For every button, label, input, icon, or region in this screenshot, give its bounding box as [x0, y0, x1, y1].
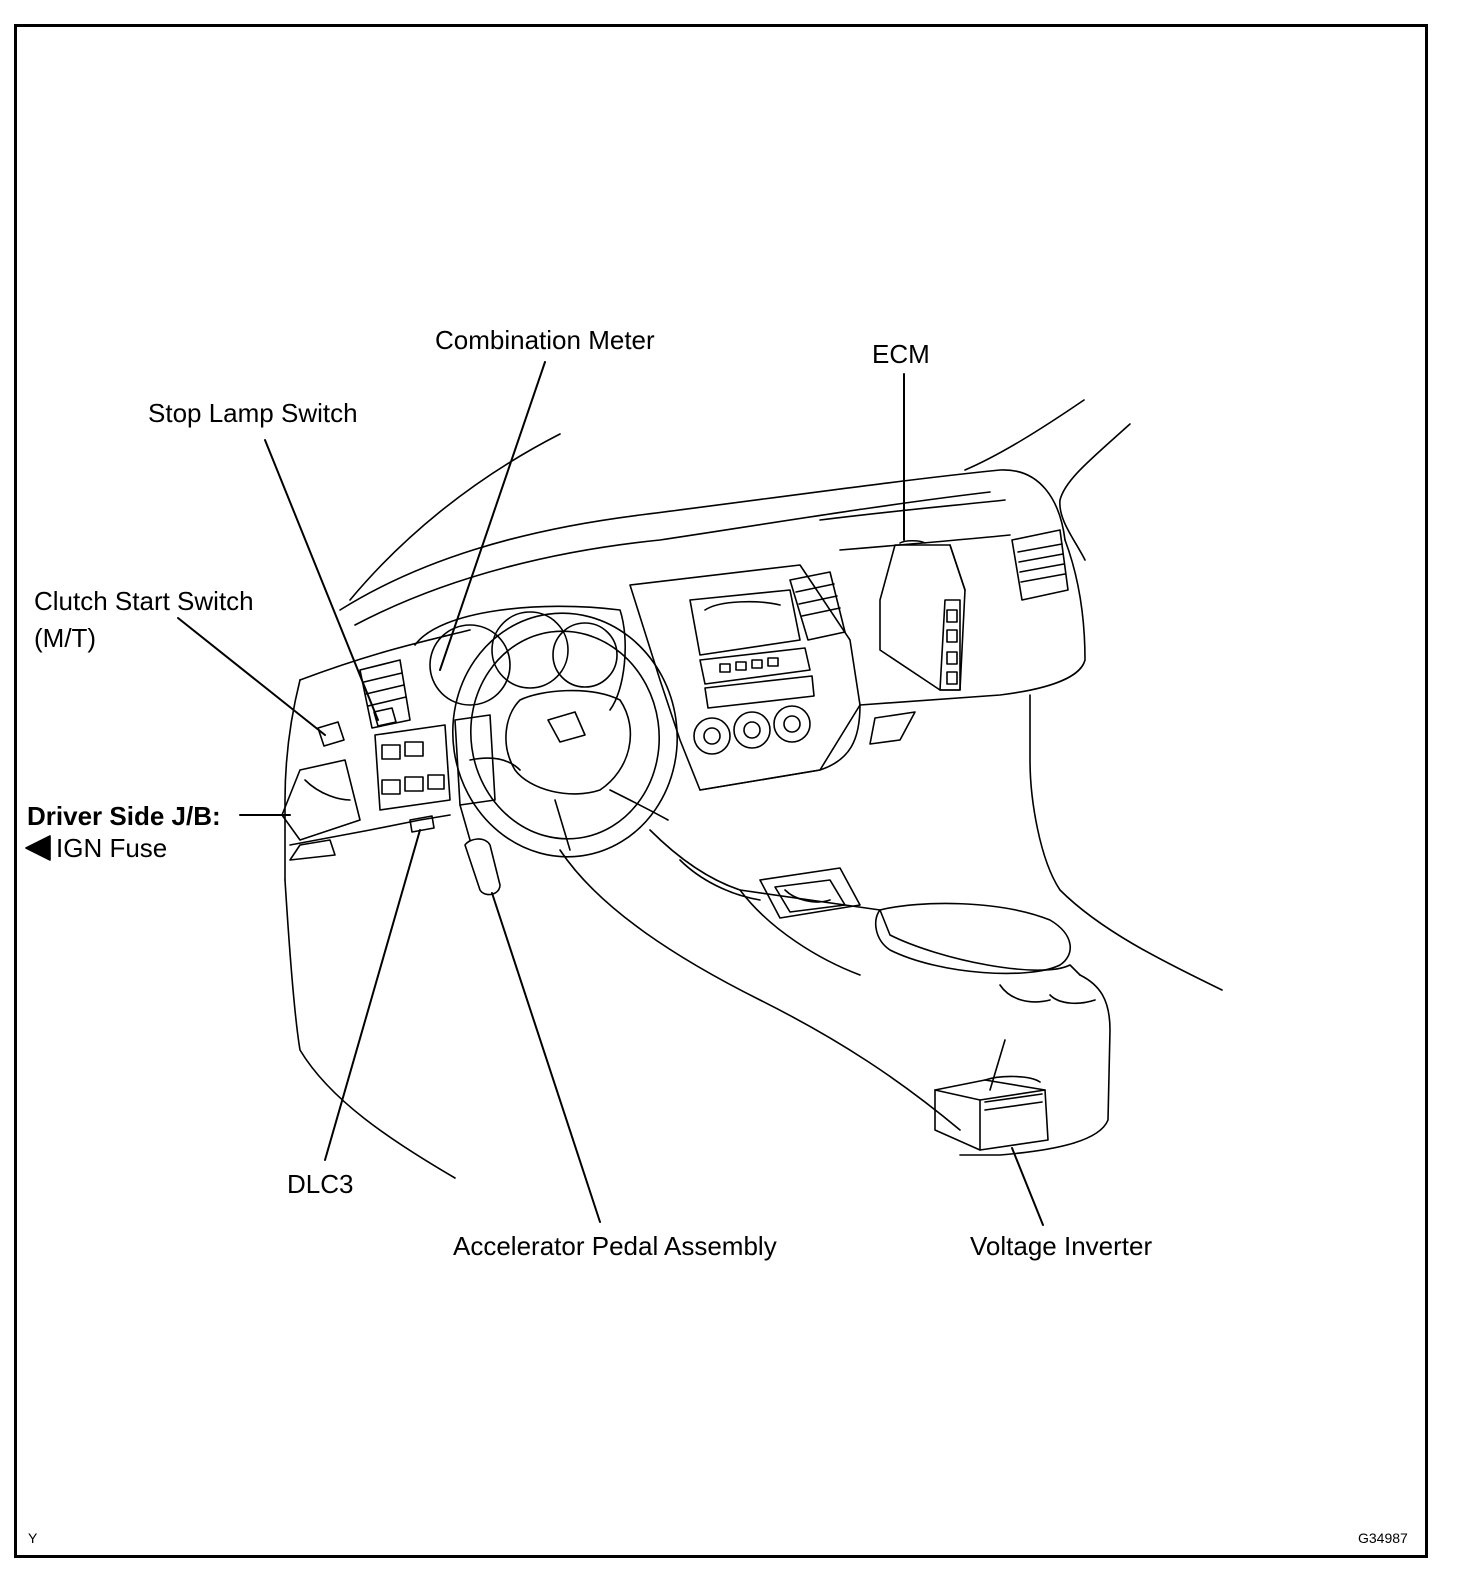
clutch-start-switch-part	[317, 721, 345, 747]
left-air-vent	[359, 659, 411, 729]
windshield-line-left	[349, 433, 561, 601]
label-dlc3: DLC3	[287, 1169, 354, 1199]
armrest	[874, 902, 1072, 975]
dlc3-connector	[409, 815, 435, 833]
label-voltage-inverter: Voltage Inverter	[970, 1231, 1153, 1261]
accelerator-pedal	[464, 838, 501, 896]
leader-stop-lamp-switch	[264, 439, 379, 721]
leader-accelerator-pedal	[491, 892, 601, 1223]
footer-left-code: Y	[28, 1530, 38, 1546]
leader-clutch-start-switch	[177, 617, 326, 736]
leader-combination-meter	[439, 361, 546, 671]
label-stop-lamp-switch: Stop Lamp Switch	[148, 398, 358, 428]
steering-wheel	[451, 612, 679, 858]
diagram-frame	[14, 24, 1428, 1558]
ecm-unit	[879, 544, 966, 691]
dash-top-inner	[354, 491, 991, 626]
label-clutch-start-switch-sub: (M/T)	[34, 623, 97, 653]
center-console	[649, 829, 1081, 976]
ign-fuse-marker-icon	[25, 835, 51, 861]
label-combination-meter: Combination Meter	[435, 325, 655, 355]
label-ecm: ECM	[872, 339, 930, 369]
figure-id: G34987	[1358, 1530, 1408, 1546]
driver-side-jb-panel	[281, 759, 361, 841]
a-pillar-right	[1059, 423, 1131, 561]
center-stack	[629, 564, 861, 791]
label-clutch-start-switch: Clutch Start Switch	[34, 586, 254, 616]
dash-top-edge	[339, 469, 1066, 611]
leader-voltage-inverter	[1011, 1147, 1044, 1226]
label-accelerator-pedal-assembly: Accelerator Pedal Assembly	[453, 1231, 777, 1261]
dash-front-face	[299, 629, 471, 681]
label-driver-side-jb: Driver Side J/B:	[27, 801, 221, 831]
leader-lines	[177, 361, 1044, 1226]
combination-meter-hood	[414, 605, 626, 711]
label-ign-fuse: IGN Fuse	[56, 833, 168, 863]
right-air-vent	[1011, 529, 1069, 601]
voltage-inverter-unit	[934, 1079, 1049, 1151]
windshield-line-right	[964, 399, 1085, 471]
leader-dlc3	[324, 829, 421, 1161]
